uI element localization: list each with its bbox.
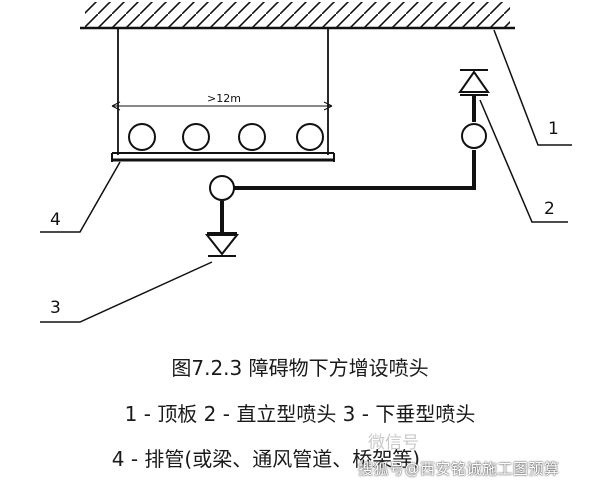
pipe-bundle <box>128 123 324 151</box>
obstruction-sprinkler-diagram: >12m 1 2 3 4 <box>40 2 572 323</box>
leader-lines <box>40 29 572 323</box>
dimension-line <box>111 101 333 111</box>
dimension-label: >12m <box>207 92 241 105</box>
feed-pipe <box>220 96 476 232</box>
figure-legend-line-1: 1 - 顶板 2 - 直立型喷头 3 - 下垂型喷头 <box>124 402 476 426</box>
ceiling-slab <box>80 2 515 30</box>
upright-sprinkler <box>458 69 490 149</box>
callout-3: 3 <box>50 298 61 318</box>
callout-4: 4 <box>50 210 61 230</box>
callout-1: 1 <box>548 119 559 139</box>
support-tray <box>111 152 335 162</box>
hanger-rods <box>117 28 329 155</box>
pipe-tee-fitting <box>209 175 235 201</box>
figure-legend-line-2: 4 - 排管(或梁、通风管道、桥架等) <box>111 447 420 471</box>
callout-2: 2 <box>544 199 555 219</box>
figure-caption-title: 图7.2.3 障碍物下方增设喷头 <box>171 356 429 380</box>
pendent-sprinkler <box>204 232 240 257</box>
wechat-watermark: 微信号 <box>368 433 419 453</box>
source-watermark: 搜狐号@西安铭诚施工图预算 <box>358 460 560 478</box>
